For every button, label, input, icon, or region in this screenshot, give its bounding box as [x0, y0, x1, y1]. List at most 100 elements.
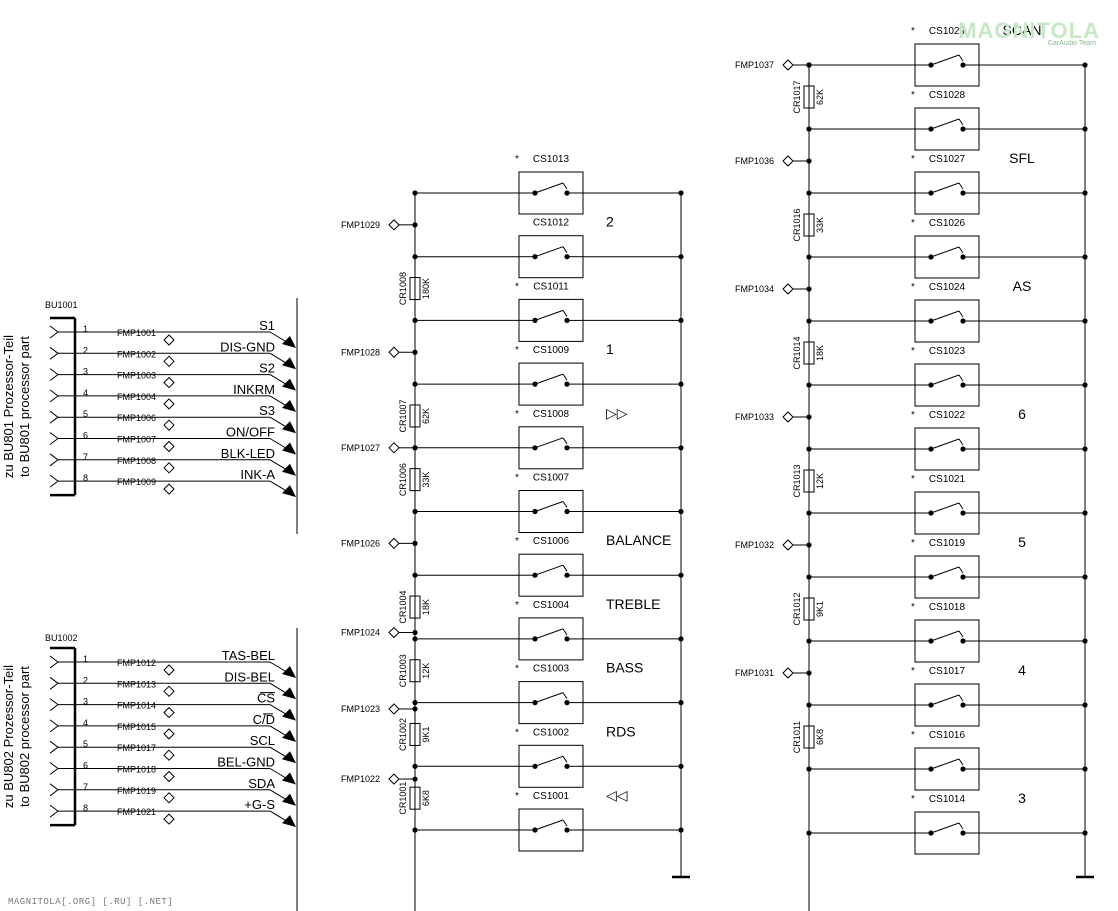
pin-fmp: FMP1007 — [117, 435, 156, 445]
resistor-body — [803, 469, 815, 493]
switch-id: CS1003 — [533, 664, 570, 675]
resistor-body — [409, 595, 421, 619]
resistor-body — [409, 277, 421, 301]
resistor-value: 9K1 — [421, 726, 431, 742]
junction-dot — [960, 318, 966, 324]
pin-signal: S2 — [259, 361, 275, 376]
switch-marker: * — [515, 409, 519, 420]
junction-dot — [928, 766, 934, 772]
junction-dot — [564, 190, 570, 196]
pin-signal: ON/OFF — [226, 425, 275, 440]
switch-id: CS1019 — [929, 538, 966, 549]
junction-dot — [564, 317, 570, 323]
junction-dot — [678, 636, 684, 642]
pin-fmp: FMP1015 — [117, 722, 156, 732]
connector-side-label: to BU802 processor part — [17, 666, 32, 807]
pin-chevron — [49, 719, 59, 733]
pin-fmp: FMP1003 — [117, 371, 156, 381]
junction-dot — [960, 638, 966, 644]
fmp-label: FMP1034 — [735, 284, 774, 294]
junction-dot — [678, 317, 684, 323]
switch-blade — [930, 118, 960, 130]
switch-marker: * — [911, 26, 915, 37]
switch-blade — [534, 692, 564, 704]
switch-function-label: 1 — [606, 341, 614, 357]
switch-marker: * — [515, 664, 519, 675]
junction-dot — [960, 126, 966, 132]
junction-dot — [806, 638, 812, 644]
switch-marker: * — [911, 474, 915, 485]
resistor-id: CR1008 — [398, 272, 408, 305]
switch-blade — [958, 118, 964, 126]
junction-dot — [412, 827, 418, 833]
switch-function-label: 5 — [1018, 534, 1026, 550]
junction-dot — [806, 542, 812, 548]
junction-dot — [806, 254, 812, 260]
switch-marker: * — [515, 600, 519, 611]
pin-chevron — [49, 325, 59, 339]
fmp-label: FMP1031 — [735, 668, 774, 678]
junction-dot — [806, 766, 812, 772]
switch-blade — [930, 246, 960, 258]
resistor-value: 62K — [815, 89, 825, 105]
junction-dot — [806, 126, 812, 132]
test-point-icon — [782, 155, 794, 167]
resistor-value: 62K — [421, 408, 431, 424]
switch-blade — [534, 628, 564, 640]
pin-fmp: FMP1012 — [117, 658, 156, 668]
pin-number: 1 — [83, 654, 88, 664]
junction-dot — [1082, 638, 1088, 644]
switch-marker: * — [911, 346, 915, 357]
test-point-icon — [163, 706, 175, 719]
fmp-label: FMP1037 — [735, 60, 774, 70]
pin-number: 3 — [83, 367, 88, 377]
pin-signal: C/D — [253, 712, 275, 727]
pin-number: 7 — [83, 452, 88, 462]
switch-id: CS1021 — [929, 474, 966, 485]
test-point-icon — [163, 749, 175, 761]
junction-dot — [1082, 702, 1088, 708]
pin-signal: DIS-BEL — [224, 669, 275, 684]
junction-dot — [806, 510, 812, 516]
switch-id: CS1017 — [929, 666, 966, 677]
resistor-body — [803, 725, 815, 749]
pin-signal: S3 — [259, 403, 275, 418]
junction-dot — [928, 318, 934, 324]
watermark-footer: MAGNITOLA[.ORG] [.RU] [.NET] — [8, 897, 174, 907]
switch-marker: * — [911, 90, 915, 101]
switch-id: CS1001 — [533, 791, 570, 802]
switch-marker: * — [911, 666, 915, 677]
switch-marker: * — [911, 218, 915, 229]
switch-blade — [562, 437, 568, 445]
pin-chevron — [49, 346, 59, 360]
pin-fmp: FMP1002 — [117, 349, 156, 359]
resistor-body — [409, 468, 421, 492]
junction-dot — [806, 574, 812, 580]
pin-signal: INKRM — [233, 382, 275, 397]
fmp-label: FMP1023 — [341, 704, 380, 714]
switch-id: CS1013 — [533, 154, 570, 165]
arrow-icon — [282, 687, 296, 700]
junction-dot — [412, 572, 418, 578]
switch-blade — [958, 822, 964, 830]
test-point-icon — [782, 539, 794, 551]
switch-blade — [930, 630, 960, 642]
fmp-label: FMP1027 — [341, 443, 380, 453]
switch-blade — [958, 566, 964, 574]
switch-id: CS1007 — [533, 473, 570, 484]
switch-blade — [958, 438, 964, 446]
switch-blade — [930, 502, 960, 514]
fmp-label: FMP1033 — [735, 412, 774, 422]
pin-fmp: FMP1019 — [117, 786, 156, 796]
junction-dot — [1082, 766, 1088, 772]
test-point-icon — [163, 792, 175, 804]
switch-marker: * — [911, 154, 915, 165]
switch-blade — [562, 692, 568, 699]
junction-dot — [1082, 318, 1088, 324]
switch-blade — [958, 630, 964, 638]
test-point-icon — [163, 483, 175, 495]
switch-blade — [958, 182, 964, 190]
junction-dot — [960, 254, 966, 260]
junction-dot — [1082, 126, 1088, 132]
junction-dot — [412, 700, 418, 706]
